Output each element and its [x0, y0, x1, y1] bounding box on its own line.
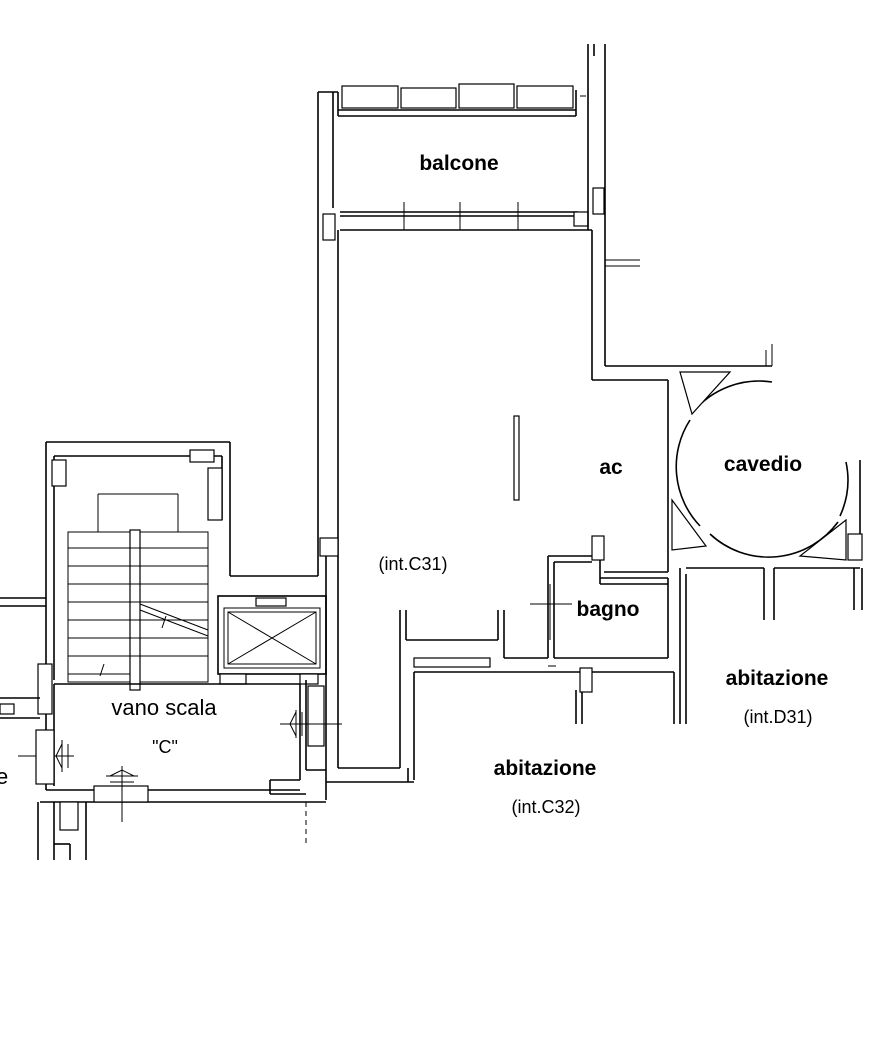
pillar [219, 673, 247, 685]
pillar [189, 449, 215, 463]
label-scala-letter: "C" [152, 737, 178, 757]
corner-fill [679, 371, 732, 416]
corner-fill [671, 498, 708, 551]
pillar [0, 703, 15, 715]
label-abitazione-d31: abitazione [726, 667, 829, 690]
pillar [322, 213, 336, 241]
elevator-door [255, 597, 287, 607]
stair-rail [129, 529, 141, 691]
stairwell [18, 441, 342, 846]
apartment-d31 [679, 567, 863, 724]
partition [513, 415, 520, 501]
planter [341, 85, 399, 109]
label-vano-scala: vano scala [111, 695, 217, 720]
label-ac: ac [599, 456, 623, 479]
pillar [299, 673, 319, 685]
label-balcone: balcone [419, 152, 498, 175]
pillar [319, 537, 339, 557]
apartment-c31 [319, 230, 773, 800]
pillar [573, 211, 589, 227]
label-cavedio: cavedio [724, 453, 802, 476]
bathroom [504, 535, 669, 667]
pillar [59, 801, 79, 831]
balcony [317, 44, 606, 560]
planter [458, 83, 515, 109]
corner-fill [798, 518, 847, 561]
pillar [51, 459, 67, 487]
pillar [579, 667, 593, 693]
pillar [847, 533, 863, 561]
apartment-c32 [326, 667, 675, 783]
pillar [592, 187, 605, 215]
planter [516, 85, 574, 109]
pillar [307, 685, 325, 747]
label-abitazione-c32: abitazione [494, 757, 597, 780]
pillar [207, 467, 223, 521]
planter [400, 87, 457, 109]
label-unit-d31: (int.D31) [743, 707, 812, 727]
threshold [93, 785, 149, 803]
pillar [37, 663, 53, 715]
pillar [35, 729, 55, 785]
left-edge-walls [0, 597, 87, 860]
counter [413, 657, 491, 668]
label-unit-c32: (int.C32) [511, 797, 580, 817]
cavedio [671, 371, 863, 561]
label-unit-c31: (int.C31) [378, 554, 447, 574]
label-edge-fragment: e [0, 764, 8, 789]
pillar [591, 535, 605, 561]
label-bagno: bagno [577, 598, 640, 621]
